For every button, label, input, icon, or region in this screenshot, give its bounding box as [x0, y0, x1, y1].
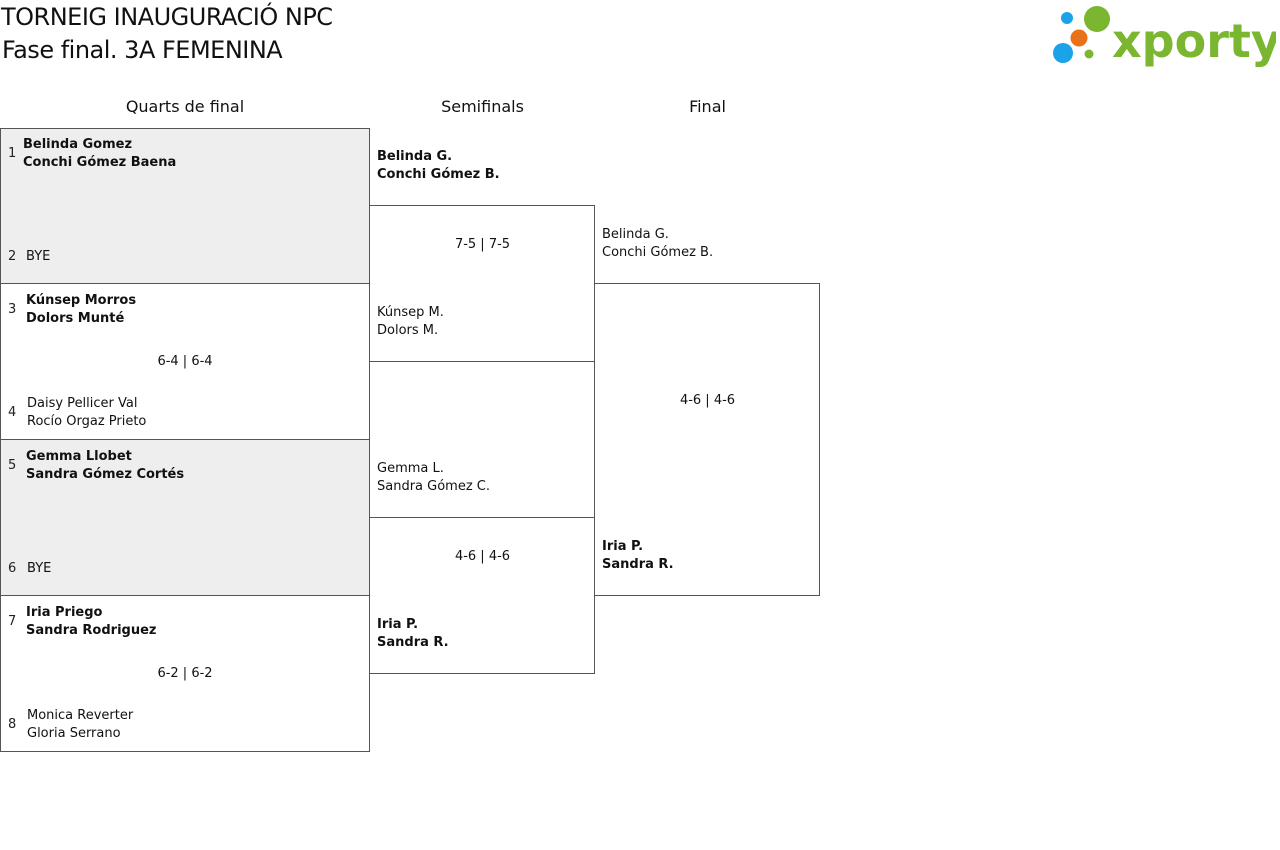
player-name: Conchi Gómez B.: [602, 245, 714, 260]
player-name: Dolors M.: [377, 323, 439, 338]
team-names: Belinda G. Conchi Gómez B.: [377, 148, 500, 184]
team-names: Belinda Gomez Conchi Gómez Baena: [23, 136, 176, 172]
page-title: TORNEIG INAUGURACIÓ NPC: [1, 3, 333, 31]
seed-number: 6: [8, 561, 17, 576]
player-name: Gloria Serrano: [27, 726, 121, 741]
player-name: BYE: [27, 561, 52, 576]
team-names: Kúnsep Morros Dolors Munté: [26, 292, 136, 328]
seed-number: 5: [8, 458, 17, 473]
player-name: BYE: [26, 249, 51, 264]
team-names: Monica Reverter Gloria Serrano: [27, 707, 133, 743]
match-score: 4-6 | 4-6: [679, 393, 736, 408]
player-name: Gemma L.: [377, 461, 444, 476]
player-name: Belinda G.: [602, 227, 669, 242]
team-names: BYE: [27, 560, 51, 578]
match-score: 4-6 | 4-6: [454, 549, 511, 564]
player-name: Belinda Gomez: [23, 137, 133, 152]
seed-number: 1: [8, 146, 17, 161]
team-names: Gemma L. Sandra Gómez C.: [377, 460, 490, 496]
match-score: 6-2 | 6-2: [157, 666, 213, 681]
logo-wordmark: xporty: [1112, 14, 1276, 68]
team-names: BYE: [26, 248, 50, 266]
team-names: Belinda G. Conchi Gómez B.: [602, 226, 713, 262]
page-subtitle: Fase final. 3A FEMENINA: [2, 36, 283, 64]
player-name: Iria P.: [377, 617, 419, 632]
player-name: Daisy Pellicer Val: [27, 396, 138, 411]
seed-number: 3: [8, 302, 17, 317]
player-name: Sandra R.: [602, 557, 674, 572]
quarterfinal-match-3: [0, 439, 370, 596]
player-name: Monica Reverter: [27, 708, 134, 723]
player-name: Sandra R.: [377, 635, 449, 650]
player-name: Kúnsep Morros: [26, 293, 137, 308]
heading-semifinals: Semifinals: [441, 97, 524, 116]
match-score: 7-5 | 7-5: [454, 237, 511, 252]
xporty-logo: xporty: [1050, 4, 1280, 68]
player-name: Gemma Llobet: [26, 449, 132, 464]
team-names: Iria Priego Sandra Rodriguez: [26, 604, 156, 640]
match-score: 6-4 | 6-4: [157, 354, 213, 369]
player-name: Sandra Gómez Cortés: [26, 467, 185, 482]
team-names: Iria P. Sandra R.: [377, 616, 449, 652]
team-names: Gemma Llobet Sandra Gómez Cortés: [26, 448, 184, 484]
team-names: Daisy Pellicer Val Rocío Orgaz Prieto: [27, 395, 146, 431]
seed-number: 4: [8, 405, 17, 420]
player-name: Kúnsep M.: [377, 305, 444, 320]
player-name: Conchi Gómez Baena: [23, 155, 177, 170]
player-name: Conchi Gómez B.: [377, 167, 500, 182]
player-name: Sandra Gómez C.: [377, 479, 491, 494]
final-match: [594, 283, 820, 596]
player-name: Dolors Munté: [26, 311, 125, 326]
player-name: Belinda G.: [377, 149, 453, 164]
player-name: Rocío Orgaz Prieto: [27, 414, 147, 429]
seed-number: 7: [8, 614, 17, 629]
team-names: Kúnsep M. Dolors M.: [377, 304, 444, 340]
heading-final: Final: [689, 97, 726, 116]
player-name: Iria P.: [602, 539, 644, 554]
player-name: Sandra Rodriguez: [26, 623, 157, 638]
player-name: Iria Priego: [26, 605, 103, 620]
quarterfinal-match-1: [0, 128, 370, 284]
seed-number: 8: [8, 717, 17, 732]
seed-number: 2: [8, 249, 17, 264]
heading-quarterfinals: Quarts de final: [125, 97, 245, 116]
xporty-logo-icon: xporty: [1053, 6, 1280, 68]
team-names: Iria P. Sandra R.: [602, 538, 674, 574]
